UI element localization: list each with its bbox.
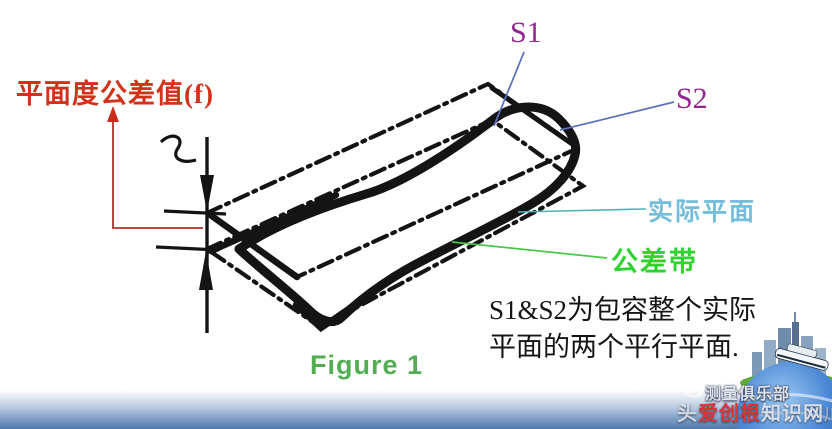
watermark-prefix: 头 <box>677 403 698 425</box>
figure-caption: Figure 1 <box>310 350 424 380</box>
watermark-brand-red: 爱创根 <box>698 403 761 425</box>
figure-title: 平面度公差值(f) <box>16 79 214 109</box>
watermark-brand: 头爱创根知识网川 <box>677 397 832 426</box>
dimension-line <box>155 134 227 333</box>
s1-label: S1 <box>510 16 542 49</box>
globe-city-art <box>684 312 832 429</box>
break-squiggle-icon <box>159 134 197 163</box>
note-line-2: 平面的两个平行平面. <box>489 332 739 362</box>
watermark-club: 测量俱乐部 <box>705 386 791 403</box>
note-line-1: S1&S2为包容整个实际 <box>489 295 757 325</box>
watermark-brand-rest: 知识网 <box>761 403 824 425</box>
s2-label: S2 <box>676 82 708 115</box>
actual-plane-leader-line <box>517 208 647 213</box>
plane-s2-outline <box>202 117 587 330</box>
actual-plane-label: 实际平面 <box>648 198 757 226</box>
tolerance-zone-label: 公差带 <box>611 247 698 277</box>
tolerance-zone-leader-line <box>451 241 608 259</box>
emblem-icon <box>684 378 704 398</box>
note-text: S1&S2为包容整个实际 平面的两个平行平面. <box>489 292 756 366</box>
s2-leader-line <box>559 101 675 131</box>
actual-surface-path <box>234 102 581 327</box>
s1-leader-line <box>493 51 525 127</box>
ship-icon <box>774 343 829 371</box>
watermark-ghost: 川 <box>824 407 832 424</box>
tolerance-value-arrow <box>107 106 203 229</box>
